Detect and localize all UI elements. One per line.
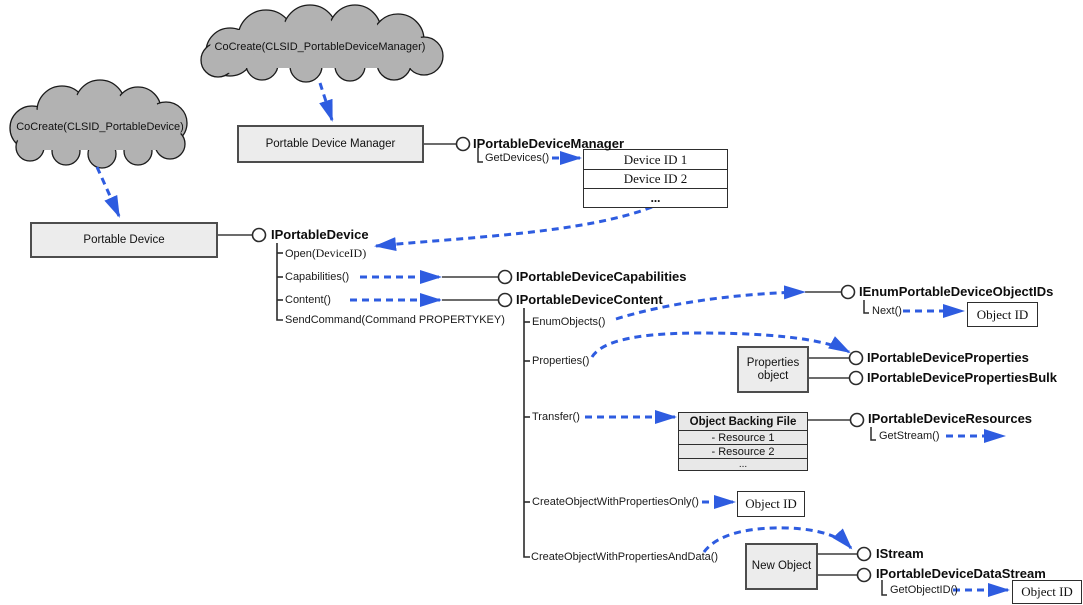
method-open: Open(DeviceID) [285,247,366,261]
method-capabilities: Capabilities() [285,271,350,283]
lollipop-ienumportabledeviceobjectids [840,284,856,300]
arrow-table-to-iportabledevice [374,205,653,252]
method-brackets [477,148,887,596]
interface-label-iportabledevicemanager: IPortableDeviceManager [473,136,625,151]
lollipop-iportabledevicecapabilities [497,269,513,285]
method-getdevices: GetDevices() [485,152,550,164]
object-id-box-enum: Object ID [967,302,1038,327]
device-id-row-more: ... [584,188,727,207]
interface-label-ienumportabledeviceobjectids: IEnumPortableDeviceObjectIDs [859,284,1054,299]
cloud-cocreate-device-fill [13,83,184,165]
device-id-row: Device ID 2 [584,169,727,188]
method-properties: Properties() [532,355,590,367]
lollipop-iportabledevice [251,227,267,243]
dashed-arrows [95,82,1010,597]
lollipop-iportabledevicemanager [455,136,471,152]
lollipop-iportabledevicecontent [497,292,513,308]
interface-label-iportabledevicedatastream: IPortableDeviceDataStream [876,566,1046,581]
method-tree-portable-device [276,243,283,321]
interface-label-istream: IStream [876,546,924,561]
method-content: Content() [285,294,331,306]
method-getobjectid: GetObjectID() [890,584,958,596]
portable-device-manager-box: Portable Device Manager [237,125,424,163]
interface-label-iportabledevicecontent: IPortableDeviceContent [516,292,663,307]
method-createobjectwithpropertiesanddata: CreateObjectWithPropertiesAndData() [531,551,719,563]
arrow-cloud-to-manager-box [318,82,334,122]
cloud-label-cocreate-manager: CoCreate(CLSID_PortableDeviceManager) [214,41,426,53]
arrow-enumobjects-to-enum [615,285,806,321]
arrow-createdata-to-istream [702,526,853,553]
properties-object-box: Properties object [737,346,809,393]
cloud-cocreate-manager-fill [204,8,440,79]
method-transfer: Transfer() [532,411,580,423]
method-enumobjects: EnumObjects() [532,316,606,328]
arrow-properties-to-properties [590,331,851,358]
lollipop-iportabledeviceproperties [848,350,864,366]
object-backing-file-table: Object Backing File - Resource 1 - Resou… [678,412,808,471]
arrow-cloud-to-device-box [95,166,121,218]
method-open-name: Open( [285,248,316,260]
portable-device-box: Portable Device [30,222,218,258]
lollipop-iportabledevicepropertiesbulk [848,370,864,386]
method-open-arg: DeviceID) [315,246,367,260]
interface-label-iportabledevicepropertiesbulk: IPortableDevicePropertiesBulk [867,370,1058,385]
properties-object-line2: object [757,369,789,382]
interface-label-iportabledeviceresources: IPortableDeviceResources [868,411,1033,426]
backing-file-header: Object Backing File [689,415,797,428]
lollipop-istream [856,546,872,562]
properties-object-line1: Properties [746,356,800,369]
connector-lines [218,143,857,576]
object-id-box-create-only: Object ID [737,491,805,517]
device-id-table: Device ID 1 Device ID 2 ... [583,149,728,208]
device-id-row: Device ID 1 [623,151,688,167]
method-getstream: GetStream() [879,430,940,442]
cloud-label-cocreate-device: CoCreate(CLSID_PortableDevice) [16,121,184,133]
interface-label-iportabledeviceproperties: IPortableDeviceProperties [867,350,1029,365]
method-sendcommand: SendCommand(Command PROPERTYKEY) [285,314,505,326]
backing-file-row: - Resource 2 [679,444,807,458]
interface-label-iportabledevicecapabilities: IPortableDeviceCapabilities [516,269,687,284]
backing-file-row-more: ... [679,458,807,470]
interface-lollipops [251,136,872,583]
lollipop-iportabledeviceresources [849,412,865,428]
method-next: Next() [872,305,902,317]
lollipop-iportabledevicedatastream [856,567,872,583]
new-object-box: New Object [745,543,818,590]
backing-file-row: - Resource 1 [679,430,807,444]
method-createobjectwithpropertiesonly: CreateObjectWithPropertiesOnly() [532,496,699,508]
method-tree-content [523,308,530,558]
object-id-box-datastream: Object ID [1012,580,1082,604]
interface-label-iportabledevice: IPortableDevice [271,227,369,242]
